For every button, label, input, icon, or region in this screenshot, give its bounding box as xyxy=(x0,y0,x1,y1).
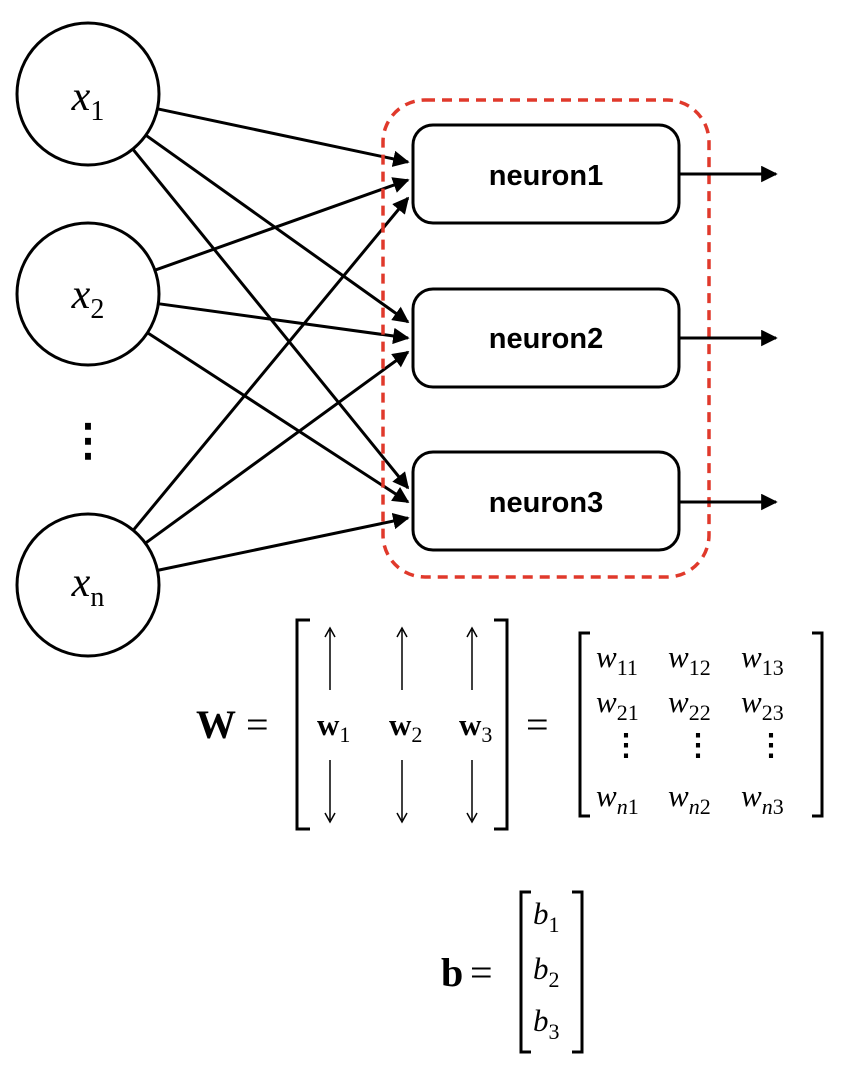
edge-input-3-to-neuron-3 xyxy=(157,512,410,572)
left-bracket xyxy=(295,618,310,831)
input-ellipsis: ⋮ xyxy=(66,416,110,465)
edge-input-1-to-neuron-1 xyxy=(157,107,410,167)
matrix-element: w11 xyxy=(596,639,638,680)
weight-matrix-symbol: W xyxy=(196,702,236,747)
input-node-x1: x1 xyxy=(15,21,161,167)
equals-sign: = xyxy=(470,950,493,995)
input-sub: 2 xyxy=(90,294,104,325)
edge-input-2-to-neuron-1 xyxy=(154,177,410,272)
equals-sign-2: = xyxy=(526,702,549,747)
edge-input-2-to-neuron-3 xyxy=(146,331,410,504)
matrix-element: wn1 xyxy=(596,778,639,819)
column-vector-label: w1 xyxy=(317,707,350,747)
input-var: x xyxy=(71,560,91,606)
bias-left-bracket xyxy=(519,890,531,1054)
edge-input-3-to-neuron-2 xyxy=(144,350,410,545)
edge-input-2-to-neuron-2 xyxy=(158,302,410,345)
input-sub: 1 xyxy=(90,96,104,127)
neuron-label: neuron1 xyxy=(489,160,603,192)
layer-outline xyxy=(381,98,711,579)
neuron-box-3: neuron3 xyxy=(411,450,681,552)
up-arrow-head xyxy=(396,626,408,638)
edge-input-1-to-neuron-2 xyxy=(144,133,410,324)
svg-text:x1: x1 xyxy=(71,74,105,127)
matrix-element: w13 xyxy=(741,639,784,680)
weight-equation: W = w1 w2 w3 = w11 w12 w13 w21 w22 w23 ⋮ ⋮ ⋮ wn1 wn2… xyxy=(196,618,824,831)
matrix-element: w23 xyxy=(741,684,784,725)
edge-input-3-to-neuron-1 xyxy=(132,196,410,532)
up-arrow-head xyxy=(466,626,478,638)
matrix-element: w22 xyxy=(668,684,711,725)
matrix-element: wn3 xyxy=(741,778,784,819)
neuron-box-2: neuron2 xyxy=(411,287,681,389)
weight-elements: w11 w12 w13 w21 w22 w23 ⋮ ⋮ ⋮ wn1 wn2 wn3 xyxy=(596,639,786,819)
matrix-ellipsis: ⋮ xyxy=(683,729,713,762)
svg-text:xn: xn xyxy=(71,560,105,613)
input-sub: n xyxy=(90,582,104,613)
matrix-element: w12 xyxy=(668,639,711,680)
matrix-ellipsis: ⋮ xyxy=(756,729,786,762)
svg-text:x2: x2 xyxy=(71,272,105,325)
connection-edges xyxy=(131,107,410,572)
bias-vector-symbol: b xyxy=(441,950,463,995)
input-var: x xyxy=(71,74,91,120)
neuron-label: neuron2 xyxy=(489,323,603,355)
bias-right-bracket xyxy=(572,890,584,1054)
column-vector: w2 xyxy=(389,626,422,824)
bias-elements: b1 b2 b3 xyxy=(533,896,560,1044)
down-arrow-head xyxy=(324,812,336,824)
column-vectors: w1 w2 w3 xyxy=(317,626,492,824)
neuron-label: neuron3 xyxy=(489,487,603,519)
matrix-element: wn2 xyxy=(668,778,711,819)
right-bracket xyxy=(494,618,509,831)
bias-element: b3 xyxy=(533,1003,560,1044)
bias-element: b1 xyxy=(533,896,560,937)
equals-sign: = xyxy=(246,702,269,747)
neuron-box-1: neuron1 xyxy=(411,123,681,225)
input-node-x2: x2 xyxy=(15,221,161,367)
matrix-element: w21 xyxy=(596,684,639,725)
input-node-xn: xn xyxy=(15,512,161,658)
column-vector-label: w3 xyxy=(459,707,492,747)
down-arrow-head xyxy=(466,812,478,824)
matrix-ellipsis: ⋮ xyxy=(611,729,641,762)
column-vector-label: w2 xyxy=(389,707,422,747)
input-var: x xyxy=(71,272,91,318)
up-arrow-head xyxy=(324,626,336,638)
matrix-left-bracket xyxy=(578,631,590,818)
column-vector: w3 xyxy=(459,626,492,824)
matrix-right-bracket xyxy=(812,631,824,818)
bias-equation: b = b1 b2 b3 xyxy=(441,890,584,1054)
bias-element: b2 xyxy=(533,951,560,992)
column-vector: w1 xyxy=(317,626,350,824)
down-arrow-head xyxy=(396,812,408,824)
